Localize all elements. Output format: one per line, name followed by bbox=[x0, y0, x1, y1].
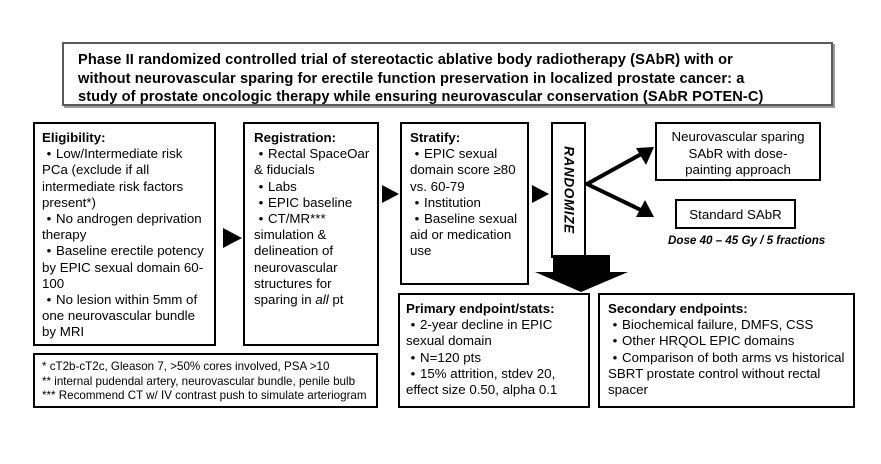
study-title-line-2: without neurovascular sparing for erecti… bbox=[78, 70, 745, 87]
list-item: •EPIC sexual domain score ≥80 vs. 60-79 bbox=[410, 146, 523, 195]
study-title-box: Phase II randomized controlled trial of … bbox=[62, 42, 833, 106]
arrow-randomize-to-endpoints bbox=[535, 255, 628, 292]
bullet-icon: • bbox=[258, 194, 264, 210]
footnotes-box: * cT2b-cT2c, Gleason 7, >50% cores invol… bbox=[33, 353, 378, 408]
list-item-text: 15% attrition, stdev 20, effect size 0.5… bbox=[406, 365, 558, 398]
list-item: •2-year decline in EPIC sexual domain bbox=[406, 317, 584, 349]
randomize-box: RANDOMIZE bbox=[551, 122, 586, 258]
list-item-tail: pt bbox=[328, 292, 344, 308]
list-item: •No androgen deprivation therapy bbox=[42, 211, 209, 243]
bullet-icon: • bbox=[414, 194, 420, 210]
standard-arm-box: Standard SAbR bbox=[675, 199, 796, 229]
list-item: •Rectal SpaceOar & fiducials bbox=[254, 146, 373, 178]
dose-note: Dose 40 – 45 Gy / 5 fractions bbox=[668, 234, 826, 247]
list-item-text: Biochemical failure, DMFS, CSS bbox=[622, 317, 814, 333]
list-item: •Baseline sexual aid or medication use bbox=[410, 211, 523, 260]
experimental-arm-box: Neurovascular sparing SAbR with dose- pa… bbox=[655, 122, 821, 181]
bullet-icon: • bbox=[258, 146, 264, 162]
list-item: •N=120 pts bbox=[406, 350, 584, 366]
bullet-icon: • bbox=[410, 317, 416, 333]
list-item: •Comparison of both arms vs historical S… bbox=[608, 350, 849, 399]
arrow-head-lower bbox=[636, 200, 654, 217]
list-item: •No lesion within 5mm of one neurovascul… bbox=[42, 292, 209, 341]
registration-list: •Rectal SpaceOar & fiducials •Labs •EPIC… bbox=[254, 146, 373, 308]
list-item-text: Labs bbox=[268, 178, 297, 194]
list-item-text: Comparison of both arms vs historical SB… bbox=[608, 349, 845, 398]
arrow-stratify-to-randomize bbox=[532, 185, 549, 203]
bullet-icon: • bbox=[258, 211, 264, 227]
footnote-line: ** internal pudendal artery, neurovascul… bbox=[42, 374, 356, 388]
standard-arm-label: Standard SAbR bbox=[689, 206, 782, 222]
list-item: •EPIC baseline bbox=[254, 195, 373, 211]
list-item-text: N=120 pts bbox=[420, 349, 481, 365]
bullet-icon: • bbox=[414, 146, 420, 162]
footnote-line: *** Recommend CT w/ IV contrast push to … bbox=[42, 389, 367, 403]
list-item-text: EPIC sexual domain score ≥80 vs. 60-79 bbox=[410, 146, 516, 194]
stratify-header: Stratify: bbox=[410, 130, 461, 145]
bullet-icon: • bbox=[46, 292, 52, 308]
secondary-endpoints-header: Secondary endpoints: bbox=[608, 301, 748, 316]
list-item: •Institution bbox=[410, 195, 523, 211]
bullet-icon: • bbox=[612, 349, 618, 365]
arrow-eligibility-to-registration bbox=[223, 228, 242, 248]
eligibility-header: Eligibility: bbox=[42, 130, 106, 145]
experimental-arm-line-3: painting approach bbox=[685, 162, 791, 178]
eligibility-list: •Low/Intermediate risk PCa (exclude if a… bbox=[42, 146, 209, 340]
study-title-line-3: study of prostate oncologic therapy whil… bbox=[78, 89, 764, 105]
bullet-icon: • bbox=[414, 211, 420, 227]
registration-box: Registration: •Rectal SpaceOar & fiducia… bbox=[243, 122, 379, 346]
eligibility-box: Eligibility: •Low/Intermediate risk PCa … bbox=[33, 122, 216, 346]
experimental-arm-line-2: SAbR with dose- bbox=[688, 145, 788, 161]
experimental-arm-line-1: Neurovascular sparing bbox=[671, 129, 805, 144]
bullet-icon: • bbox=[46, 243, 52, 259]
list-item: •Baseline erectile potency by EPIC sexua… bbox=[42, 243, 209, 292]
randomize-label: RANDOMIZE bbox=[561, 146, 576, 234]
list-item: •Low/Intermediate risk PCa (exclude if a… bbox=[42, 146, 209, 211]
branch-line-lower bbox=[586, 182, 646, 214]
list-item: •15% attrition, stdev 20, effect size 0.… bbox=[406, 366, 584, 398]
list-item-text: No androgen deprivation therapy bbox=[42, 211, 202, 243]
study-title-line-1: Phase II randomized controlled trial of … bbox=[78, 52, 733, 68]
list-item-emphasis: all bbox=[315, 292, 329, 308]
primary-endpoint-list: •2-year decline in EPIC sexual domain •N… bbox=[406, 317, 584, 398]
primary-endpoint-box: Primary endpoint/stats: •2-year decline … bbox=[398, 293, 590, 408]
bullet-icon: • bbox=[46, 211, 52, 227]
bullet-icon: • bbox=[612, 333, 618, 349]
footnote-line: * cT2b-cT2c, Gleason 7, >50% cores invol… bbox=[42, 360, 330, 373]
bullet-icon: • bbox=[258, 178, 264, 194]
arrow-registration-to-stratify bbox=[382, 185, 399, 203]
arrow-head-upper bbox=[636, 147, 654, 165]
primary-endpoint-header: Primary endpoint/stats: bbox=[406, 301, 555, 316]
list-item: •Biochemical failure, DMFS, CSS bbox=[608, 317, 849, 333]
branch-line-upper bbox=[586, 150, 646, 186]
bullet-icon: • bbox=[410, 349, 416, 365]
list-item: •CT/MR*** simulation & delineation of ne… bbox=[254, 211, 373, 308]
list-item-text: Baseline erectile potency by EPIC sexual… bbox=[42, 243, 204, 291]
secondary-endpoints-list: •Biochemical failure, DMFS, CSS •Other H… bbox=[608, 317, 849, 398]
stratify-box: Stratify: •EPIC sexual domain score ≥80 … bbox=[400, 122, 529, 285]
bullet-icon: • bbox=[46, 146, 52, 162]
list-item-text: No lesion within 5mm of one neurovascula… bbox=[42, 292, 198, 340]
list-item-text: Low/Intermediate risk PCa (exclude if al… bbox=[42, 146, 184, 210]
list-item-text: 2-year decline in EPIC sexual domain bbox=[406, 317, 553, 349]
list-item: •Labs bbox=[254, 179, 373, 195]
list-item-text: CT/MR*** simulation & delineation of neu… bbox=[254, 211, 338, 308]
list-item-text: Rectal SpaceOar & fiducials bbox=[254, 146, 370, 178]
list-item-text: EPIC baseline bbox=[268, 194, 353, 210]
list-item: •Other HRQOL EPIC domains bbox=[608, 333, 849, 349]
list-item-text: Institution bbox=[424, 194, 481, 210]
registration-header: Registration: bbox=[254, 130, 337, 145]
bullet-icon: • bbox=[410, 365, 416, 381]
list-item-text: Baseline sexual aid or medication use bbox=[410, 211, 518, 259]
bullet-icon: • bbox=[612, 317, 618, 333]
list-item-text: Other HRQOL EPIC domains bbox=[622, 333, 795, 349]
secondary-endpoints-box: Secondary endpoints: •Biochemical failur… bbox=[598, 293, 855, 408]
stratify-list: •EPIC sexual domain score ≥80 vs. 60-79 … bbox=[410, 146, 523, 259]
